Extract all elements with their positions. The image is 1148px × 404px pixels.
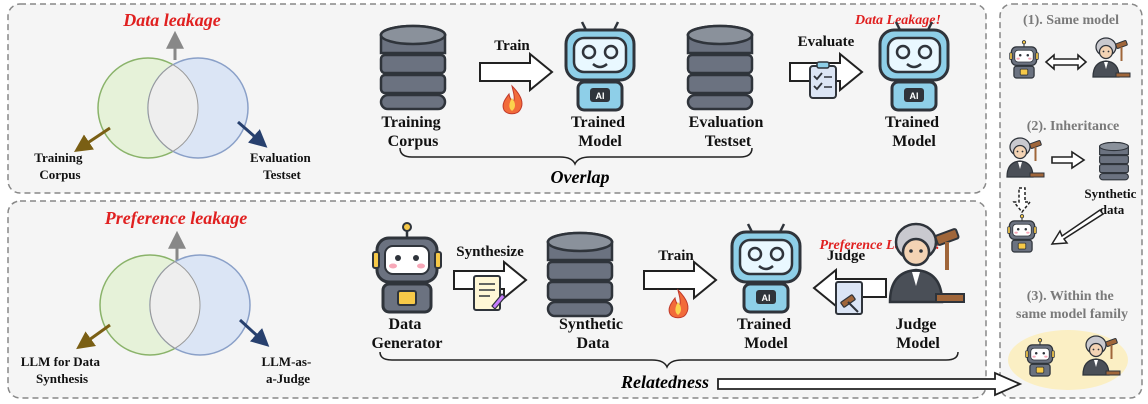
model-family-highlight bbox=[1008, 330, 1128, 390]
venn-right-arrow-2 bbox=[238, 318, 270, 347]
training-corpus-label: Training Corpus bbox=[381, 114, 444, 150]
case2-synthetic-label: Synthetic data bbox=[1084, 186, 1139, 217]
evaluation-testset-database-icon bbox=[686, 24, 754, 111]
evaluation-testset-label: Evaluation Testset bbox=[689, 114, 768, 150]
side-panel bbox=[999, 3, 1143, 399]
case3-label: (3). Within the same model family bbox=[1016, 289, 1128, 322]
overlap-brace bbox=[399, 147, 753, 166]
venn-left-label: Training Corpus bbox=[34, 150, 85, 182]
relatedness-arrow bbox=[717, 371, 1023, 397]
trained-model-label-2: Trained Model bbox=[885, 114, 943, 150]
venn-right-label: Evaluation Testset bbox=[250, 150, 314, 182]
case2-right-arrow bbox=[1051, 150, 1086, 170]
judge-model-label: Judge Model bbox=[896, 316, 941, 352]
case1-label: (1). Same model bbox=[1023, 13, 1119, 28]
top-title: Data leakage bbox=[122, 10, 220, 30]
venn-left-arrow-2 bbox=[76, 323, 111, 350]
trained-model-label-1: Trained Model bbox=[571, 114, 629, 150]
train-label-top: Train bbox=[494, 38, 530, 54]
case2-label: (2). Inheritance bbox=[1027, 119, 1120, 134]
evaluate-label: Evaluate bbox=[798, 34, 855, 50]
trained-model-label-3: Trained Model bbox=[737, 316, 795, 352]
synthetic-data-database-icon bbox=[546, 231, 614, 318]
venn-left-arrow bbox=[74, 126, 111, 152]
overlap-label: Overlap bbox=[551, 167, 610, 187]
synthetic-data-label: Synthetic Data bbox=[559, 316, 627, 352]
relatedness-brace bbox=[379, 351, 959, 369]
case2-database-icon bbox=[1099, 141, 1129, 181]
training-corpus-database-icon bbox=[379, 24, 447, 111]
case2-diag-arrow bbox=[1050, 208, 1105, 245]
data-generator-label: Data Generator bbox=[371, 316, 442, 352]
bottom-title: Preference leakage bbox=[104, 208, 247, 228]
venn-right-label-2: LLM-as- a-Judge bbox=[261, 354, 314, 386]
train-label-bottom: Train bbox=[658, 248, 694, 264]
checklist-icon bbox=[809, 61, 837, 99]
venn-overlap bbox=[147, 64, 199, 152]
data-leakage-alert: Data Leakage! bbox=[854, 13, 941, 28]
venn-overlap-2 bbox=[149, 261, 201, 349]
case1-double-arrow bbox=[1044, 53, 1088, 71]
synthesize-label: Synthesize bbox=[456, 244, 524, 260]
gavel-doc-icon bbox=[835, 281, 863, 315]
venn-left-label-2: LLM for Data Synthesis bbox=[21, 354, 103, 386]
case2-down-dashed-arrow bbox=[1012, 187, 1032, 214]
relatedness-label: Relatedness bbox=[620, 372, 709, 392]
document-icon bbox=[473, 275, 506, 311]
venn-right-arrow bbox=[237, 120, 268, 148]
judge-arrow-label: Judge bbox=[827, 248, 866, 264]
